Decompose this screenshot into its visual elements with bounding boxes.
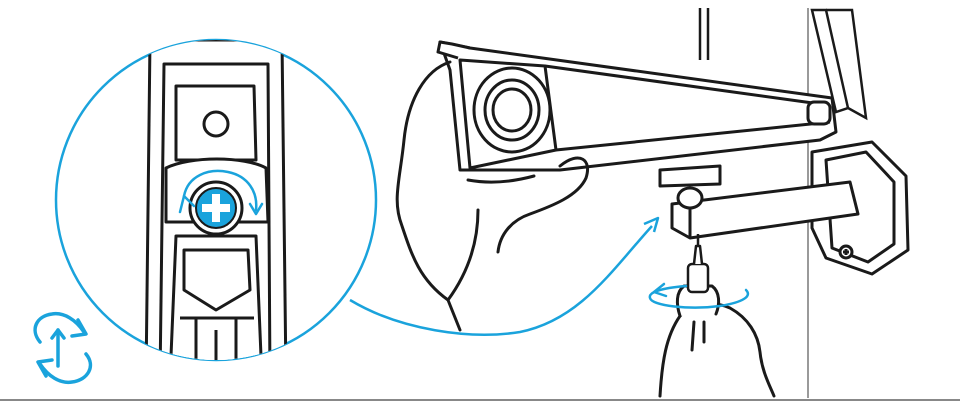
hand-with-screwdriver (660, 286, 774, 396)
screwdriver-icon (688, 234, 708, 292)
rotate-arrows-icon (35, 314, 90, 383)
connector-arrowhead (644, 218, 658, 232)
camera-lens (474, 68, 550, 152)
phillips-screw-icon (190, 182, 242, 234)
